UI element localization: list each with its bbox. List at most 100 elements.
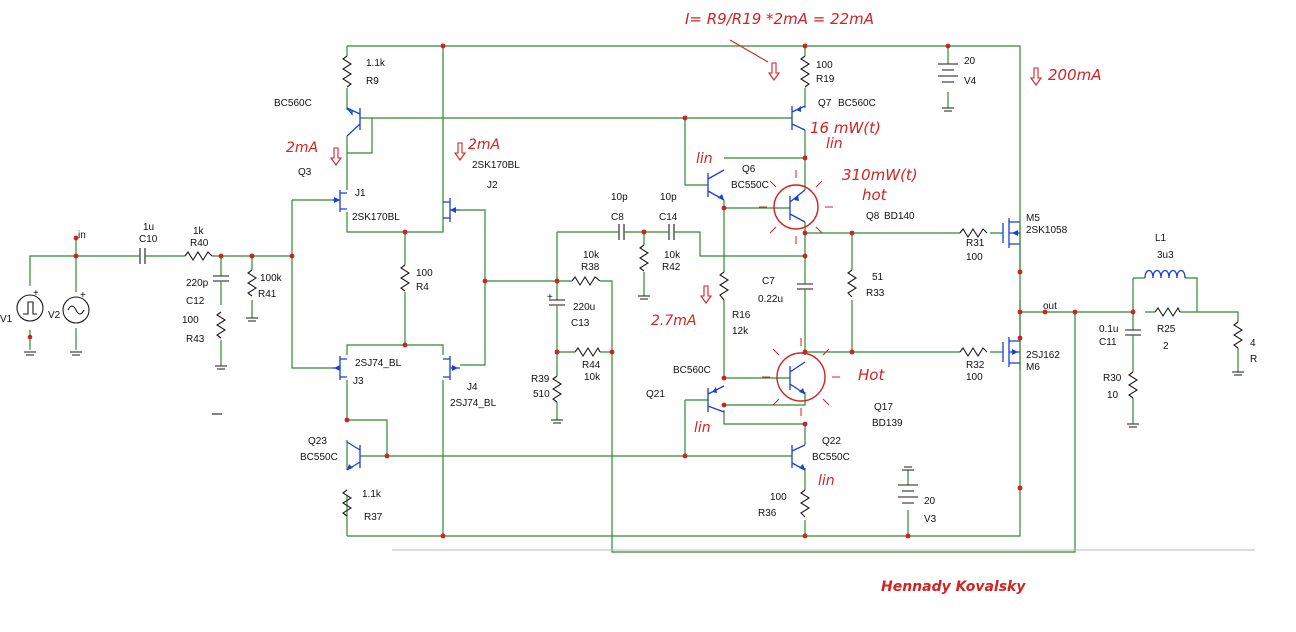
- transistor-q8: [789, 189, 806, 223]
- r44-value: 10k: [584, 372, 601, 383]
- resistor-r38: [571, 275, 601, 287]
- q23-model: BC550C: [300, 452, 338, 463]
- transistor-q21: [707, 385, 725, 413]
- q8-hot: hot: [862, 186, 888, 204]
- m5-model: 2SK1058: [1026, 225, 1068, 236]
- q21-model: BC560C: [673, 365, 711, 376]
- transistor-q23: [346, 441, 361, 471]
- capacitor-c7: [797, 272, 813, 298]
- v3-ref: V3: [924, 514, 937, 525]
- hot-indicator-q17: [762, 338, 840, 416]
- r42-value: 10k: [664, 250, 681, 261]
- hot-indicator-q8: [759, 170, 833, 244]
- transistor-q22: [791, 444, 806, 471]
- c7-value: 0.22u: [758, 294, 783, 305]
- current-2ma-left: 2mA: [286, 140, 318, 156]
- c8-value: 10p: [611, 192, 628, 203]
- q7-model: BC560C: [838, 98, 876, 109]
- m5-ref: M5: [1026, 213, 1040, 224]
- c12-ref: C12: [186, 296, 205, 307]
- c11-value: 0.1u: [1099, 324, 1118, 335]
- r30-ref: R30: [1103, 373, 1122, 384]
- svg-text:+: +: [33, 288, 39, 299]
- r44-ref: R44: [582, 360, 601, 371]
- r38-ref: R38: [581, 262, 600, 273]
- capacitor-c13: +: [547, 292, 565, 312]
- supply-v4: [938, 63, 958, 83]
- j4-ref: J4: [467, 382, 478, 393]
- r16-value: 12k: [732, 326, 749, 337]
- r38-value: 10k: [583, 250, 600, 261]
- current-200ma: 200mA: [1048, 66, 1102, 84]
- mosfet-m5: [1002, 218, 1020, 248]
- c10-value: 1u: [143, 222, 154, 233]
- resistor-r43: [215, 311, 227, 339]
- r9-ref: R9: [366, 76, 379, 87]
- current-2-7ma: 2.7mA: [651, 313, 696, 329]
- c8-ref: C8: [611, 212, 624, 223]
- c13-ref: C13: [571, 318, 590, 329]
- resistor-r31: [959, 227, 988, 239]
- jfet-j4: [443, 356, 460, 380]
- l1-value: 3u3: [1157, 250, 1174, 261]
- svg-text:+: +: [547, 292, 553, 303]
- q6-lin: lin: [696, 151, 713, 167]
- transistor-q17: [789, 361, 806, 395]
- r41-value: 100k: [260, 273, 283, 284]
- j2-ref: J2: [487, 180, 498, 191]
- capacitor-c10: [130, 248, 155, 264]
- q17-model: BD139: [872, 418, 903, 429]
- j2-model: 2SK170BL: [472, 160, 520, 171]
- q22-lin: lin: [818, 473, 835, 489]
- r31-value: 100: [966, 252, 983, 263]
- capacitor-c12: [213, 275, 229, 286]
- v4-value: 20: [964, 56, 976, 67]
- j3-ref: J3: [353, 376, 364, 387]
- resistor-r37: [341, 489, 353, 517]
- r36-value: 100: [770, 492, 787, 503]
- r19-value: 100: [816, 60, 833, 71]
- r33-value: 51: [872, 272, 884, 283]
- capacitor-c8: [615, 224, 628, 240]
- r31-ref: R31: [966, 238, 985, 249]
- resistor-r4: [399, 264, 411, 292]
- c14-value: 10p: [660, 192, 677, 203]
- q3-model: BC560C: [274, 98, 312, 109]
- c11-ref: C11: [1099, 337, 1117, 348]
- c14-ref: C14: [659, 212, 678, 223]
- l1-ref: L1: [1155, 233, 1167, 244]
- v2-ref: V2: [48, 310, 61, 321]
- annotation-labels: I= R9/R19 *2mA = 22mA 200mA 2mA 2mA 2.7m…: [286, 10, 1102, 595]
- c13-value: 220u: [573, 302, 595, 313]
- r42-ref: R42: [662, 262, 681, 273]
- r9-value: 1.1k: [366, 58, 386, 69]
- q3-ref: Q3: [298, 167, 312, 178]
- source-v2: +: [62, 290, 90, 356]
- r37-ref: R37: [364, 512, 383, 523]
- resistor-r39: [551, 375, 563, 403]
- r33-ref: R33: [866, 288, 885, 299]
- r37-value: 1.1k: [362, 489, 382, 500]
- annotation-arrows: [329, 39, 1043, 304]
- q22-model: BC550C: [812, 452, 850, 463]
- j4-model: 2SJ74_BL: [450, 398, 497, 409]
- j3-model: 2SJ74_BL: [355, 358, 402, 369]
- r4-value: 100: [416, 268, 433, 279]
- q22-ref: Q22: [822, 436, 841, 447]
- q17-hot: Hot: [858, 366, 885, 384]
- r19-ref: R19: [816, 74, 835, 85]
- v4-ref: V4: [964, 76, 977, 87]
- r-load-ref: R: [1250, 354, 1257, 365]
- resistors: [184, 55, 1244, 518]
- r40-ref: R40: [190, 238, 209, 249]
- resistor-r44: [574, 346, 601, 358]
- resistor-r25: [1154, 306, 1181, 318]
- r-load-value: 4: [1250, 338, 1256, 349]
- jfet-j3: [332, 356, 347, 380]
- current-2ma-mid: 2mA: [468, 137, 500, 153]
- r43-value: 100: [182, 315, 199, 326]
- v3-value: 20: [924, 496, 936, 507]
- q8-power: 310mW(t): [842, 166, 918, 184]
- q8-model: BD140: [884, 211, 915, 222]
